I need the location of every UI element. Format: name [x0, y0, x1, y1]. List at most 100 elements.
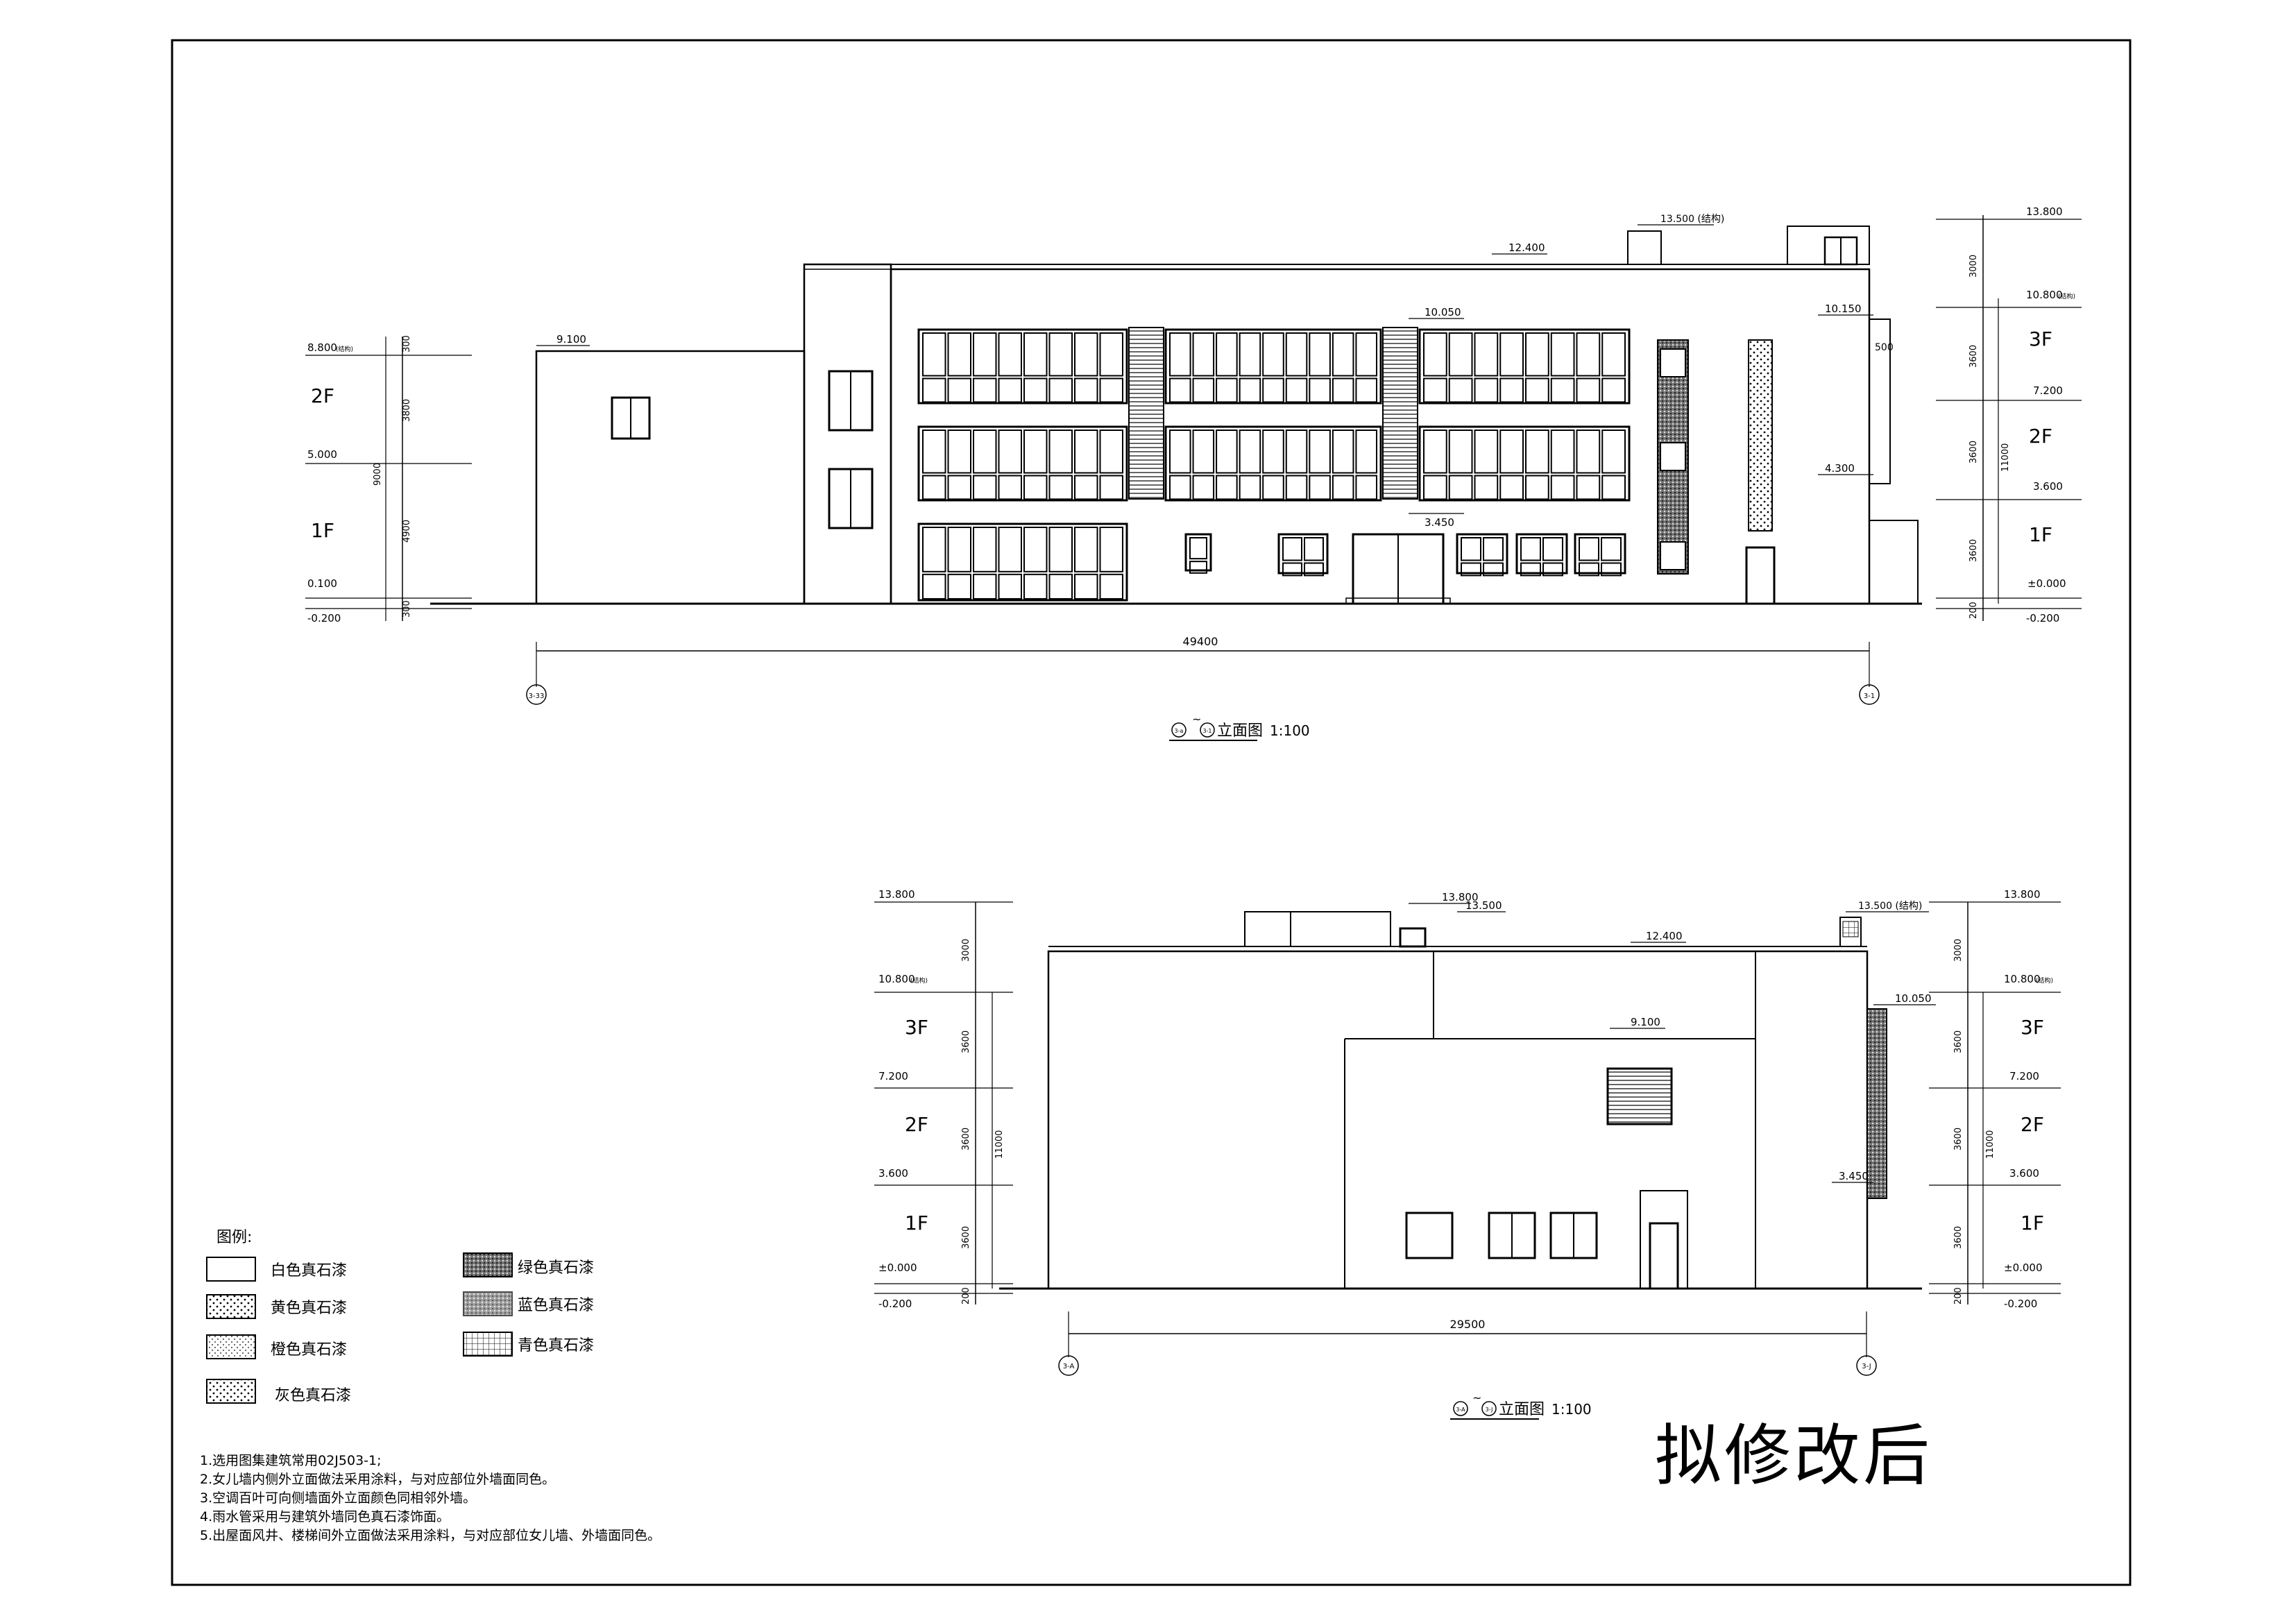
window-pane: [1332, 430, 1354, 474]
window-pane: [1332, 475, 1354, 500]
window-pane: [1023, 573, 1048, 600]
svg-text:3-a: 3-a: [1175, 728, 1184, 734]
window-band: [1574, 533, 1626, 575]
top-strip-1: [1128, 327, 1164, 500]
window-pane: [1285, 430, 1308, 474]
window-pane: [1601, 377, 1626, 403]
svg-text:±0.000: ±0.000: [2027, 577, 2066, 590]
svg-text:13.800: 13.800: [2004, 888, 2041, 901]
window-pane: [1099, 475, 1123, 500]
note-line: 4.雨水管采用与建筑外墙同色真石漆饰面。: [200, 1509, 450, 1524]
svg-text:3000: 3000: [1968, 255, 1979, 278]
window-pane: [1601, 475, 1626, 500]
window-pane: [1074, 527, 1098, 572]
window-pane: [1550, 377, 1575, 403]
window-pane: [1499, 377, 1524, 403]
window-pane: [947, 377, 971, 403]
top-elevation: 49400 3-33 3-1 3-a ~ 3-1 立面图 1:100 9.100…: [305, 205, 2082, 741]
window-pane: [973, 573, 997, 600]
window-pane: [922, 332, 946, 377]
window-pane: [922, 527, 946, 572]
svg-text:12.400: 12.400: [1646, 930, 1683, 942]
top-roof-box-1: [1627, 230, 1662, 265]
window-pane: [1423, 377, 1447, 403]
svg-text:11000: 11000: [1985, 1130, 1996, 1159]
note-line: 2.女儿墙内侧外立面做法采用涂料，与对应部位外墙面同色。: [200, 1472, 556, 1487]
svg-text:1:100: 1:100: [1270, 722, 1310, 739]
window-pane: [973, 332, 997, 377]
svg-text:-0.200: -0.200: [2026, 612, 2059, 624]
svg-text:3600: 3600: [1968, 441, 1979, 464]
svg-text:300: 300: [402, 335, 412, 352]
svg-text:3-A: 3-A: [1456, 1407, 1465, 1413]
svg-text:13.800: 13.800: [1442, 891, 1479, 903]
svg-text:2F: 2F: [2029, 425, 2052, 448]
window-pane: [1474, 332, 1499, 377]
window-pane: [1304, 537, 1324, 561]
top-strip-2: [1382, 327, 1418, 500]
window-pane: [1448, 332, 1473, 377]
window-pane: [998, 475, 1022, 500]
window-pane: [1169, 475, 1191, 500]
bottom-total-width: 29500: [1450, 1318, 1486, 1331]
window-pane: [1542, 537, 1563, 561]
window-pane: [1239, 332, 1261, 377]
window-pane: [1169, 332, 1191, 377]
window-pane: [1550, 332, 1575, 377]
window-pane: [922, 377, 946, 403]
window-pane: [1309, 377, 1331, 403]
window-pane: [1216, 332, 1238, 377]
svg-text:5.000: 5.000: [307, 448, 337, 461]
window-band: [1164, 328, 1382, 405]
revision-stamp: 拟修改后: [1655, 1417, 1932, 1495]
window-pane: [1189, 537, 1207, 560]
window-pane: [1239, 430, 1261, 474]
window-band: [917, 328, 1128, 405]
window-pane: [1048, 475, 1073, 500]
svg-text:13.500 (结构): 13.500 (结构): [1660, 214, 1724, 225]
svg-text:13.800: 13.800: [878, 888, 915, 901]
svg-text:3600: 3600: [961, 1030, 971, 1053]
window-pane: [947, 430, 971, 474]
window-pane: [1074, 377, 1098, 403]
window-pane: [973, 527, 997, 572]
window-pane: [1099, 527, 1123, 572]
window-pane: [922, 475, 946, 500]
window-pane: [973, 377, 997, 403]
legend-swatch-white: [206, 1257, 256, 1282]
window-pane: [1192, 475, 1215, 500]
window-pane: [947, 332, 971, 377]
window-pane: [1601, 430, 1626, 474]
svg-text:4900: 4900: [402, 520, 412, 543]
legend-label-yellow: 黄色真石漆: [271, 1300, 347, 1317]
window-pane: [1448, 430, 1473, 474]
bottom-elevation: 29500 3-A 3-J 3-A ~ 3-J 立面图 1:100 13.800…: [874, 888, 2061, 1420]
window-pane: [1048, 377, 1073, 403]
window-pane: [1483, 537, 1504, 561]
bottom-louvre: [1606, 1067, 1673, 1125]
window-pane: [1282, 562, 1302, 577]
window-pane: [1023, 332, 1048, 377]
svg-text:3.600: 3.600: [2033, 480, 2063, 493]
window-pane: [1601, 537, 1622, 561]
window-pane: [1520, 537, 1541, 561]
window-pane: [1474, 430, 1499, 474]
notes-block: 1.选用图集建筑常用02J503-1; 2.女儿墙内侧外立面做法采用涂料，与对应…: [200, 1452, 661, 1545]
window-pane: [1192, 332, 1215, 377]
top-drawing-title: 3-a ~ 3-1 立面图 1:100: [1169, 713, 1310, 741]
window-band: [1277, 533, 1329, 575]
svg-text:9.100: 9.100: [1631, 1016, 1660, 1028]
svg-text:(结构): (结构): [336, 345, 353, 353]
window-pane: [1239, 475, 1261, 500]
legend-label-cyan: 青色真石漆: [518, 1337, 594, 1354]
svg-text:3.450: 3.450: [1839, 1170, 1869, 1182]
window-pane: [1448, 475, 1473, 500]
svg-text:1F: 1F: [311, 519, 334, 542]
svg-text:±0.000: ±0.000: [878, 1261, 917, 1274]
svg-text:3F: 3F: [2029, 328, 2052, 350]
window-pane: [947, 527, 971, 572]
svg-text:4.300: 4.300: [1825, 462, 1855, 475]
window-pane: [1309, 332, 1331, 377]
note-line: 1.选用图集建筑常用02J503-1;: [200, 1453, 382, 1468]
